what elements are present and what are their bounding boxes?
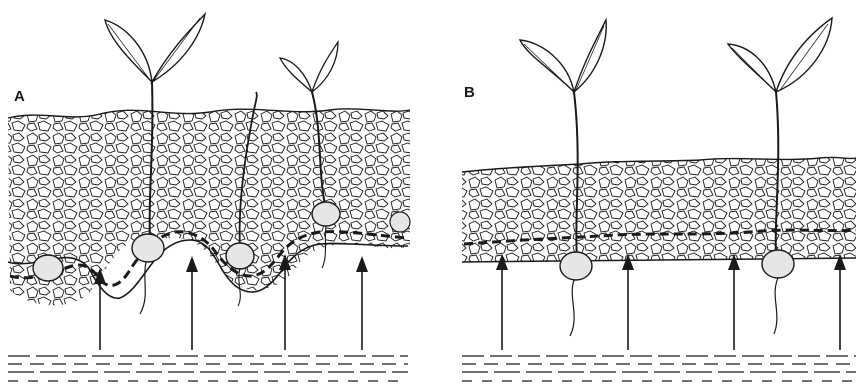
- panel-b: B: [462, 18, 856, 381]
- seed: [762, 250, 794, 278]
- panel-b-label: B: [464, 84, 475, 101]
- panel-a-label: A: [14, 88, 25, 105]
- arrow-up-icon: [496, 254, 508, 350]
- arrow-up-icon: [622, 254, 634, 350]
- arrow-up-icon: [279, 254, 291, 350]
- panel-a: A: [8, 14, 412, 381]
- arrow-up-icon: [728, 254, 740, 350]
- panel-a-seed-left: [33, 255, 63, 281]
- arrow-up-icon: [356, 256, 368, 350]
- panel-b-water-table: [462, 356, 856, 381]
- seed: [560, 252, 592, 280]
- arrow-up-icon: [834, 254, 846, 350]
- seed: [312, 202, 340, 226]
- panel-a-water-table: [8, 356, 408, 381]
- seed: [226, 243, 254, 269]
- panel-b-soil: [462, 150, 856, 264]
- panel-a-soil: [8, 100, 412, 320]
- arrow-up-icon: [186, 256, 198, 350]
- seed: [132, 234, 164, 262]
- arrow-up-icon: [94, 268, 106, 350]
